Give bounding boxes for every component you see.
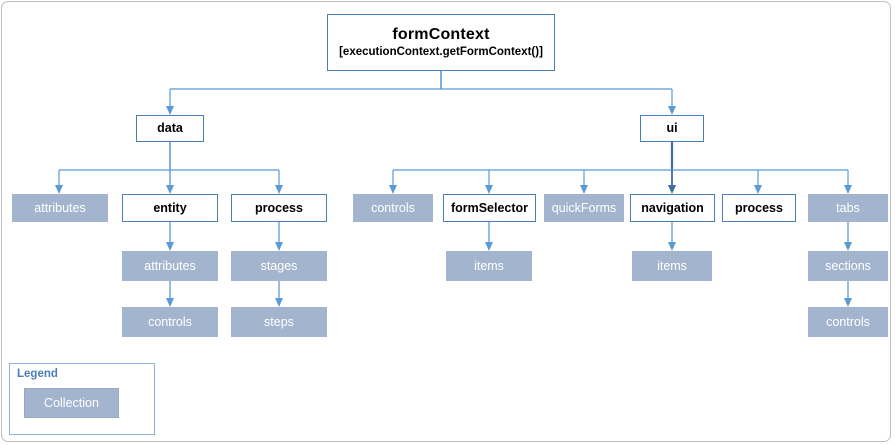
node-ui-quickforms[interactable]: quickForms [544, 194, 624, 222]
node-ui-formselector-label: formSelector [450, 200, 529, 215]
node-ui-tabs[interactable]: tabs [808, 194, 888, 222]
node-formselector-items[interactable]: items [446, 251, 532, 281]
node-ui-controls-label: controls [371, 200, 415, 215]
legend-swatch-collection-label: Collection [44, 396, 99, 410]
node-ui-navigation-label: navigation [641, 200, 704, 215]
node-tabs-sections-label: sections [825, 258, 871, 273]
node-data[interactable]: data [136, 115, 204, 142]
node-entity-controls[interactable]: controls [122, 307, 218, 337]
node-data-label: data [157, 121, 183, 136]
node-ui-quickforms-label: quickForms [551, 200, 617, 215]
node-process-steps[interactable]: steps [231, 307, 327, 337]
node-tabs-sections[interactable]: sections [808, 251, 888, 281]
legend-title: Legend [17, 368, 58, 380]
node-process-steps-label: steps [264, 314, 294, 329]
node-tabs-controls-label: controls [826, 314, 870, 329]
legend-swatch-collection: Collection [24, 388, 119, 418]
connector-data-to-children [55, 142, 283, 194]
node-entity-attributes[interactable]: attributes [122, 251, 218, 281]
node-process-stages-label: stages [260, 258, 298, 273]
node-formcontext[interactable]: formContext [executionContext.getFormCon… [327, 14, 555, 71]
node-formselector-items-label: items [474, 258, 504, 273]
node-data-entity-label: entity [153, 200, 187, 215]
node-ui-label: ui [666, 121, 678, 136]
node-ui-process[interactable]: process [722, 194, 796, 222]
node-ui-navigation[interactable]: navigation [630, 194, 715, 222]
node-ui-process-label: process [735, 200, 783, 215]
connector-ui-to-children [389, 140, 852, 194]
node-ui-tabs-label: tabs [836, 200, 860, 215]
node-process-stages[interactable]: stages [231, 251, 327, 281]
node-ui[interactable]: ui [640, 115, 704, 142]
node-ui-controls[interactable]: controls [353, 194, 433, 222]
legend: Legend Collection [9, 363, 155, 435]
node-data-process[interactable]: process [231, 194, 327, 222]
node-entity-controls-label: controls [148, 314, 192, 329]
node-tabs-controls[interactable]: controls [808, 307, 888, 337]
node-formcontext-title: formContext [392, 25, 490, 43]
node-data-attributes-label: attributes [34, 200, 86, 215]
node-data-process-label: process [255, 200, 303, 215]
node-ui-formselector[interactable]: formSelector [443, 194, 536, 222]
node-navigation-items-label: items [657, 258, 687, 273]
node-data-attributes[interactable]: attributes [12, 194, 108, 222]
node-formcontext-subtitle: [executionContext.getFormContext()] [339, 46, 543, 59]
connector-root-to-branches [166, 71, 676, 115]
node-entity-attributes-label: attributes [144, 258, 196, 273]
node-navigation-items[interactable]: items [632, 251, 712, 281]
node-data-entity[interactable]: entity [122, 194, 218, 222]
